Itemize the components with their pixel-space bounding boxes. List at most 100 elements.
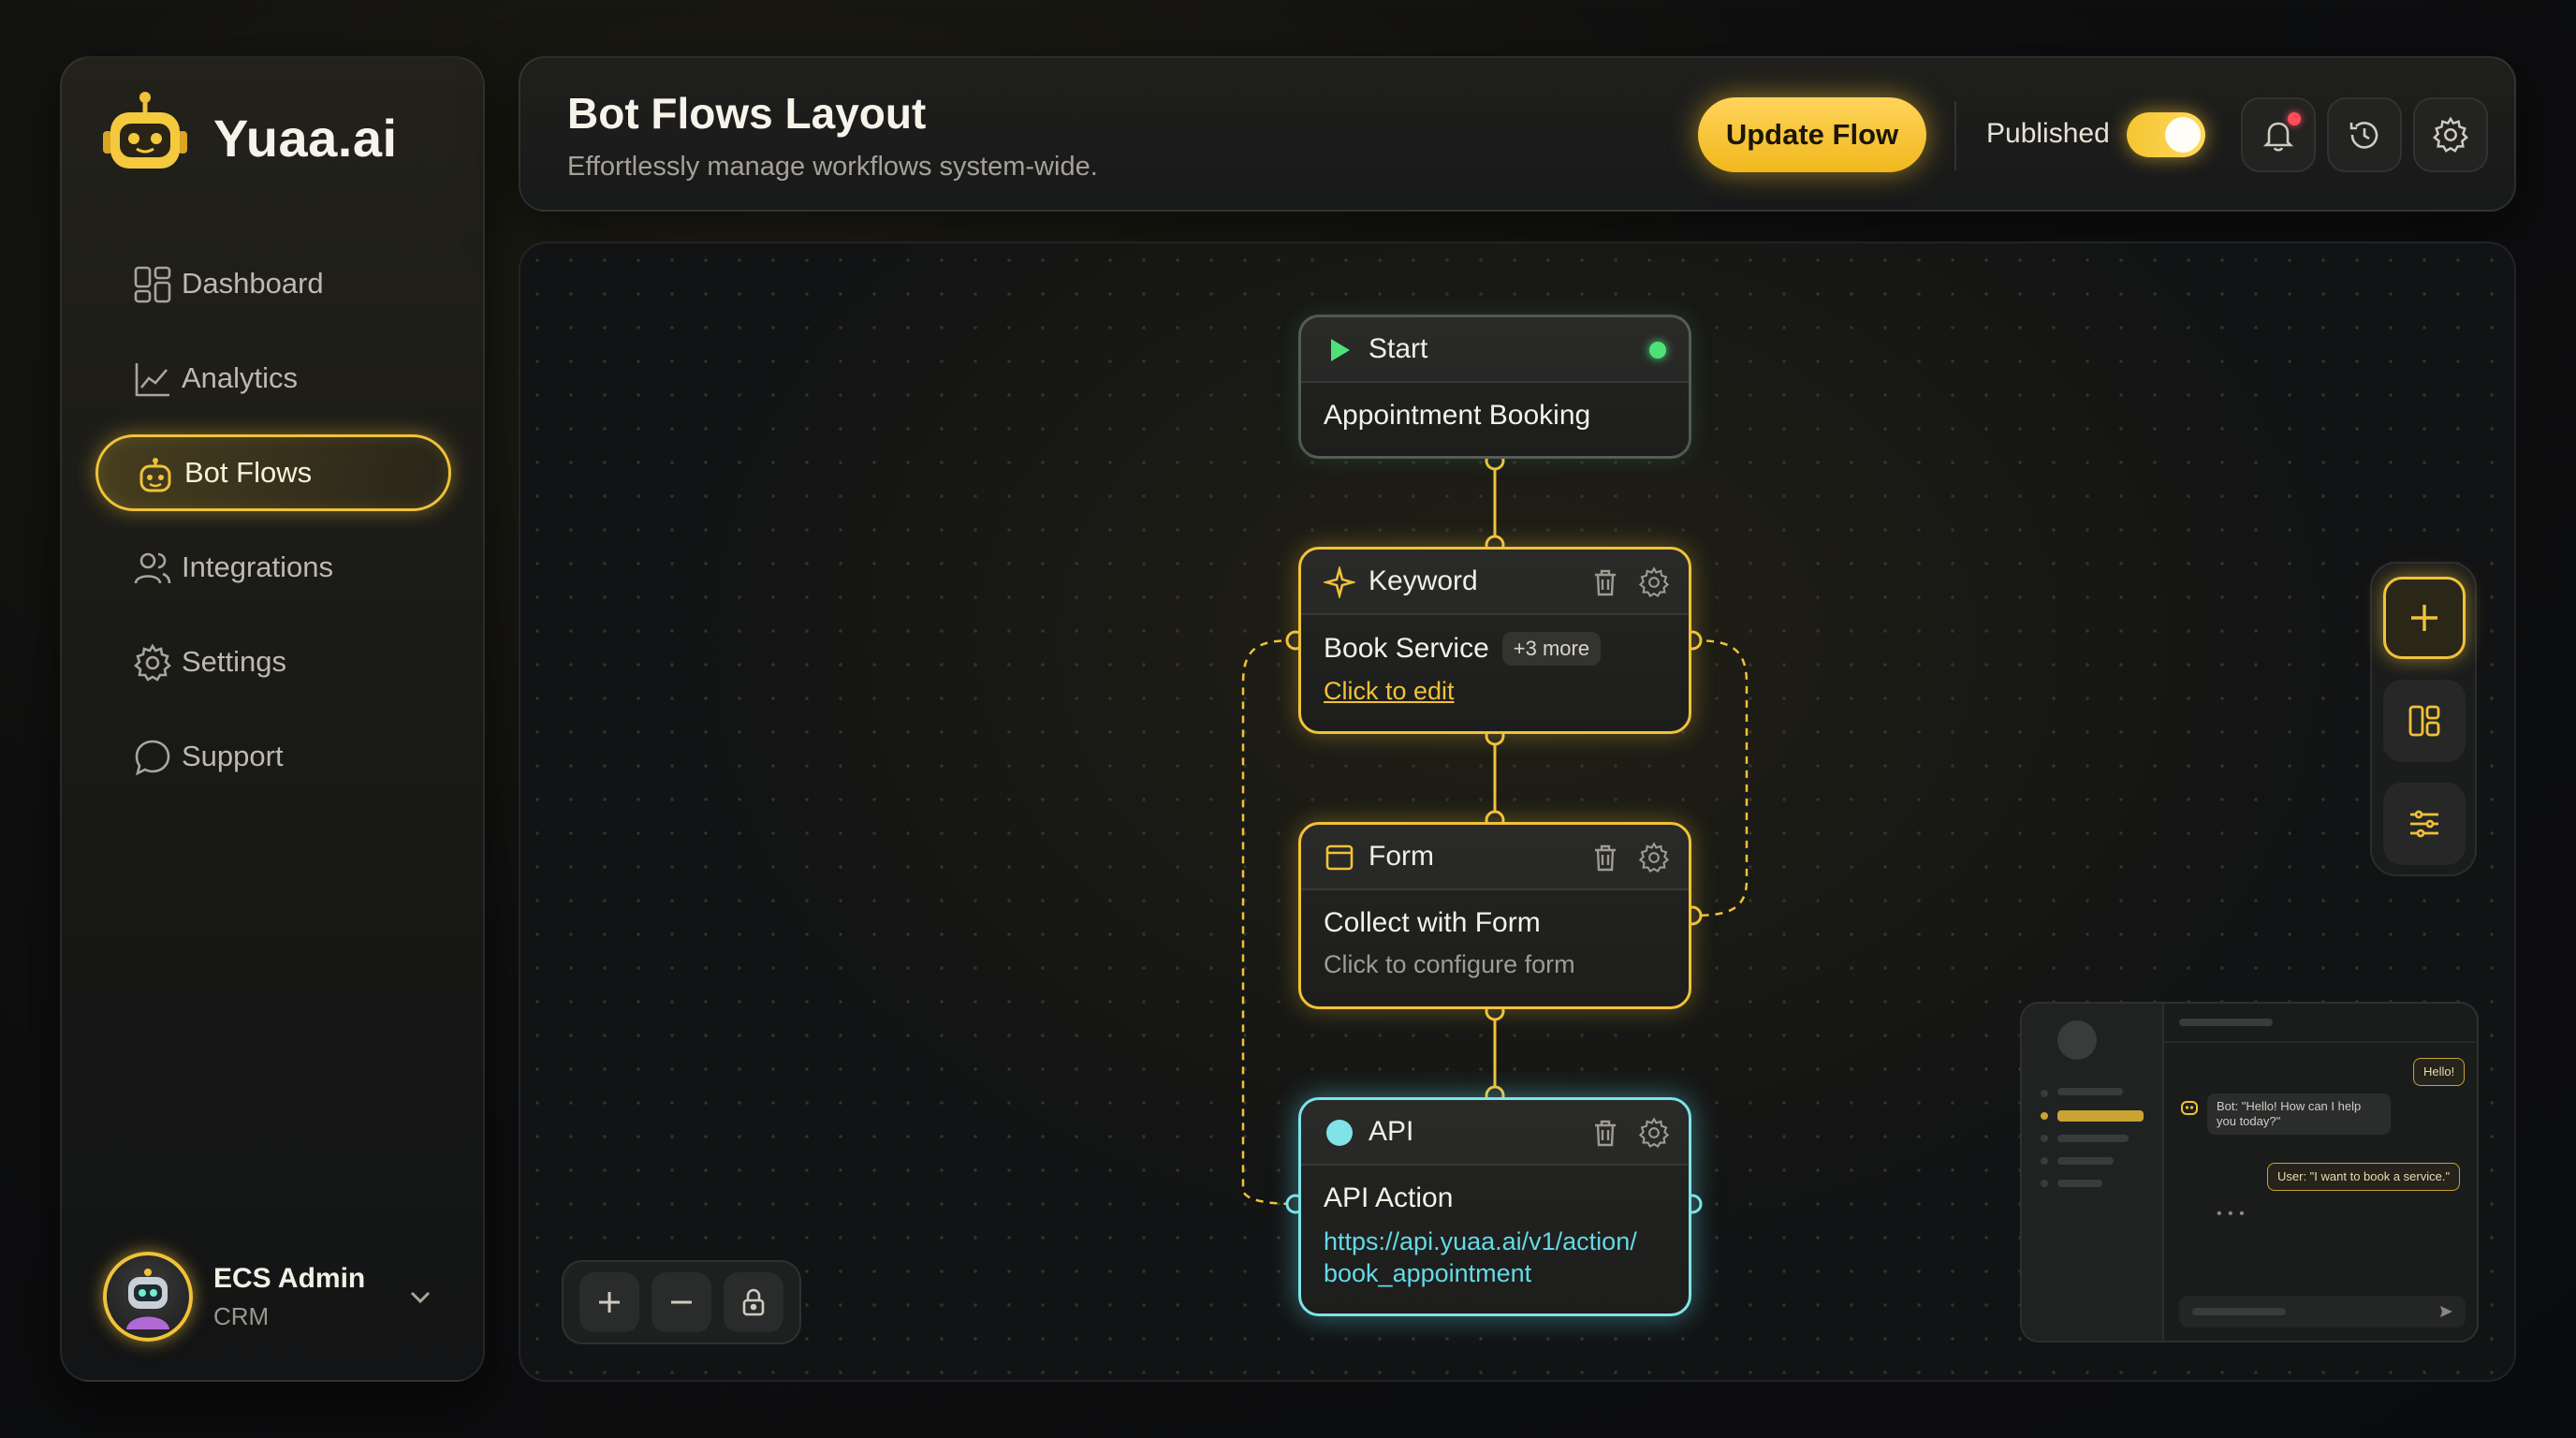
settings-button[interactable] [2413, 97, 2488, 172]
chat-bubble-icon [135, 740, 170, 776]
play-icon [1331, 339, 1350, 361]
add-node-button[interactable] [2383, 577, 2466, 659]
configure-form-hint[interactable]: Click to configure form [1324, 950, 1575, 978]
sidebar-item-label: Support [182, 740, 284, 772]
sliders-icon [2410, 810, 2438, 838]
sidebar-item-dashboard[interactable]: Dashboard [95, 245, 451, 322]
published-label: Published [1986, 118, 2110, 149]
preview-input-placeholder [2192, 1308, 2286, 1315]
header-divider [1954, 101, 1956, 170]
node-body: Collect with Form Click to configure for… [1301, 890, 1689, 996]
preview-nav-dot [2041, 1135, 2048, 1142]
node-type-label: Start [1368, 333, 1428, 364]
robot-avatar-icon [126, 1269, 169, 1329]
user-profile[interactable]: ECS Admin CRM [103, 1245, 449, 1348]
preview-divider [2164, 1041, 2477, 1043]
history-icon [2349, 122, 2378, 149]
adjust-button[interactable] [2383, 783, 2466, 865]
preview-nav-active [2057, 1110, 2144, 1122]
dashboard-icon [134, 266, 171, 303]
node-header: Form [1301, 825, 1689, 890]
node-actions [1589, 1117, 1670, 1149]
sidebar-item-label: Dashboard [182, 267, 324, 300]
status-dot [1649, 342, 1666, 359]
update-flow-button[interactable]: Update Flow [1698, 97, 1926, 172]
more-badge[interactable]: +3 more [1501, 632, 1602, 666]
preview-header-line [2179, 1019, 2273, 1026]
form-node[interactable]: Form Collect with Form Click to configur… [1298, 822, 1691, 1009]
trash-icon[interactable] [1589, 566, 1621, 598]
node-body: API Action https://api.yuaa.ai/v1/action… [1301, 1166, 1689, 1306]
plus-icon [2411, 605, 2437, 631]
node-title: Book Service [1324, 633, 1489, 664]
api-url-line: book_appointment [1324, 1259, 1532, 1287]
start-node[interactable]: Start Appointment Booking [1298, 315, 1691, 459]
preview-input[interactable] [2179, 1296, 2466, 1328]
page-header: Bot Flows Layout Effortlessly manage wor… [519, 56, 2516, 212]
preview-avatar [2057, 1020, 2097, 1060]
published-toggle[interactable] [2127, 112, 2205, 157]
send-icon[interactable] [2437, 1303, 2454, 1320]
preview-nav-line [2057, 1088, 2123, 1095]
sidebar-item-integrations[interactable]: Integrations [95, 529, 451, 606]
gear-icon [2433, 116, 2468, 153]
edit-link[interactable]: Click to edit [1324, 677, 1455, 705]
sidebar-item-bot-flows[interactable]: Bot Flows [95, 434, 451, 511]
connector-loop-right [1691, 638, 1749, 917]
preview-nav-line [2057, 1135, 2129, 1142]
zoom-controls [562, 1260, 801, 1344]
node-body: Book Service +3 more Click to edit [1301, 615, 1689, 723]
gear-icon[interactable] [1638, 842, 1670, 873]
page-subtitle: Effortlessly manage workflows system-wid… [567, 152, 1098, 182]
preview-user-message: User: "I want to book a service." [2267, 1163, 2461, 1191]
page-title: Bot Flows Layout [567, 89, 927, 138]
node-header: API [1301, 1100, 1689, 1166]
layout-button[interactable] [2383, 680, 2466, 762]
node-type-label: Keyword [1368, 565, 1478, 596]
api-url[interactable]: https://api.yuaa.ai/v1/action/ book_appo… [1324, 1225, 1666, 1289]
brand[interactable]: Yuaa.ai [94, 86, 398, 189]
sidebar-nav: Dashboard Analytics Bot Flows Integrat [95, 245, 451, 813]
form-icon [1325, 844, 1354, 871]
avatar [103, 1252, 193, 1342]
api-url-line: https://api.yuaa.ai/v1/action/ [1324, 1227, 1637, 1255]
profile-role: CRM [213, 1301, 270, 1330]
keyword-node[interactable]: Keyword Book Service +3 more Click to ed… [1298, 547, 1691, 734]
node-title: API Action [1324, 1182, 1454, 1213]
lock-canvas-button[interactable] [724, 1272, 784, 1332]
sidebar: Yuaa.ai Dashboard Analytics Bot Flow [60, 56, 485, 1382]
chevron-down-icon[interactable] [404, 1281, 436, 1313]
node-title-row: Book Service +3 more [1324, 632, 1666, 666]
sidebar-item-support[interactable]: Support [95, 718, 451, 795]
zoom-out-button[interactable] [651, 1272, 711, 1332]
preview-typing-indicator: • • • [2217, 1206, 2246, 1222]
preview-nav-line [2057, 1157, 2114, 1165]
trash-icon[interactable] [1589, 842, 1621, 873]
users-icon [134, 552, 171, 584]
bot-icon [139, 458, 171, 492]
preview-nav-line [2057, 1180, 2102, 1187]
notifications-button[interactable] [2241, 97, 2316, 172]
preview-nav-dot [2041, 1112, 2048, 1120]
layout-icon [2408, 705, 2440, 737]
robot-logo-icon [103, 92, 187, 169]
zoom-in-button[interactable] [578, 1272, 639, 1332]
flow-canvas[interactable]: Start Appointment Booking Keyword Book S… [519, 242, 2516, 1382]
chat-preview[interactable]: Hello! Bot: "Hello! How can I help you t… [2020, 1002, 2479, 1343]
api-node[interactable]: API API Action https://api.yuaa.ai/v1/ac… [1298, 1097, 1691, 1316]
preview-bot-icon [2181, 1101, 2198, 1115]
node-actions [1589, 842, 1670, 873]
bell-icon [2262, 122, 2294, 152]
sidebar-item-analytics[interactable]: Analytics [95, 340, 451, 417]
trash-icon[interactable] [1589, 1117, 1621, 1149]
preview-nav-dot [2041, 1157, 2048, 1165]
node-title: Collect with Form [1324, 907, 1541, 938]
gear-icon[interactable] [1638, 566, 1670, 598]
history-button[interactable] [2327, 97, 2402, 172]
brand-name: Yuaa.ai [213, 108, 398, 168]
preview-user-hello: Hello! [2413, 1058, 2466, 1086]
gear-icon[interactable] [1638, 1117, 1670, 1149]
node-title: Appointment Booking [1324, 400, 1591, 431]
sparkle-icon [1324, 566, 1355, 598]
sidebar-item-settings[interactable]: Settings [95, 624, 451, 700]
